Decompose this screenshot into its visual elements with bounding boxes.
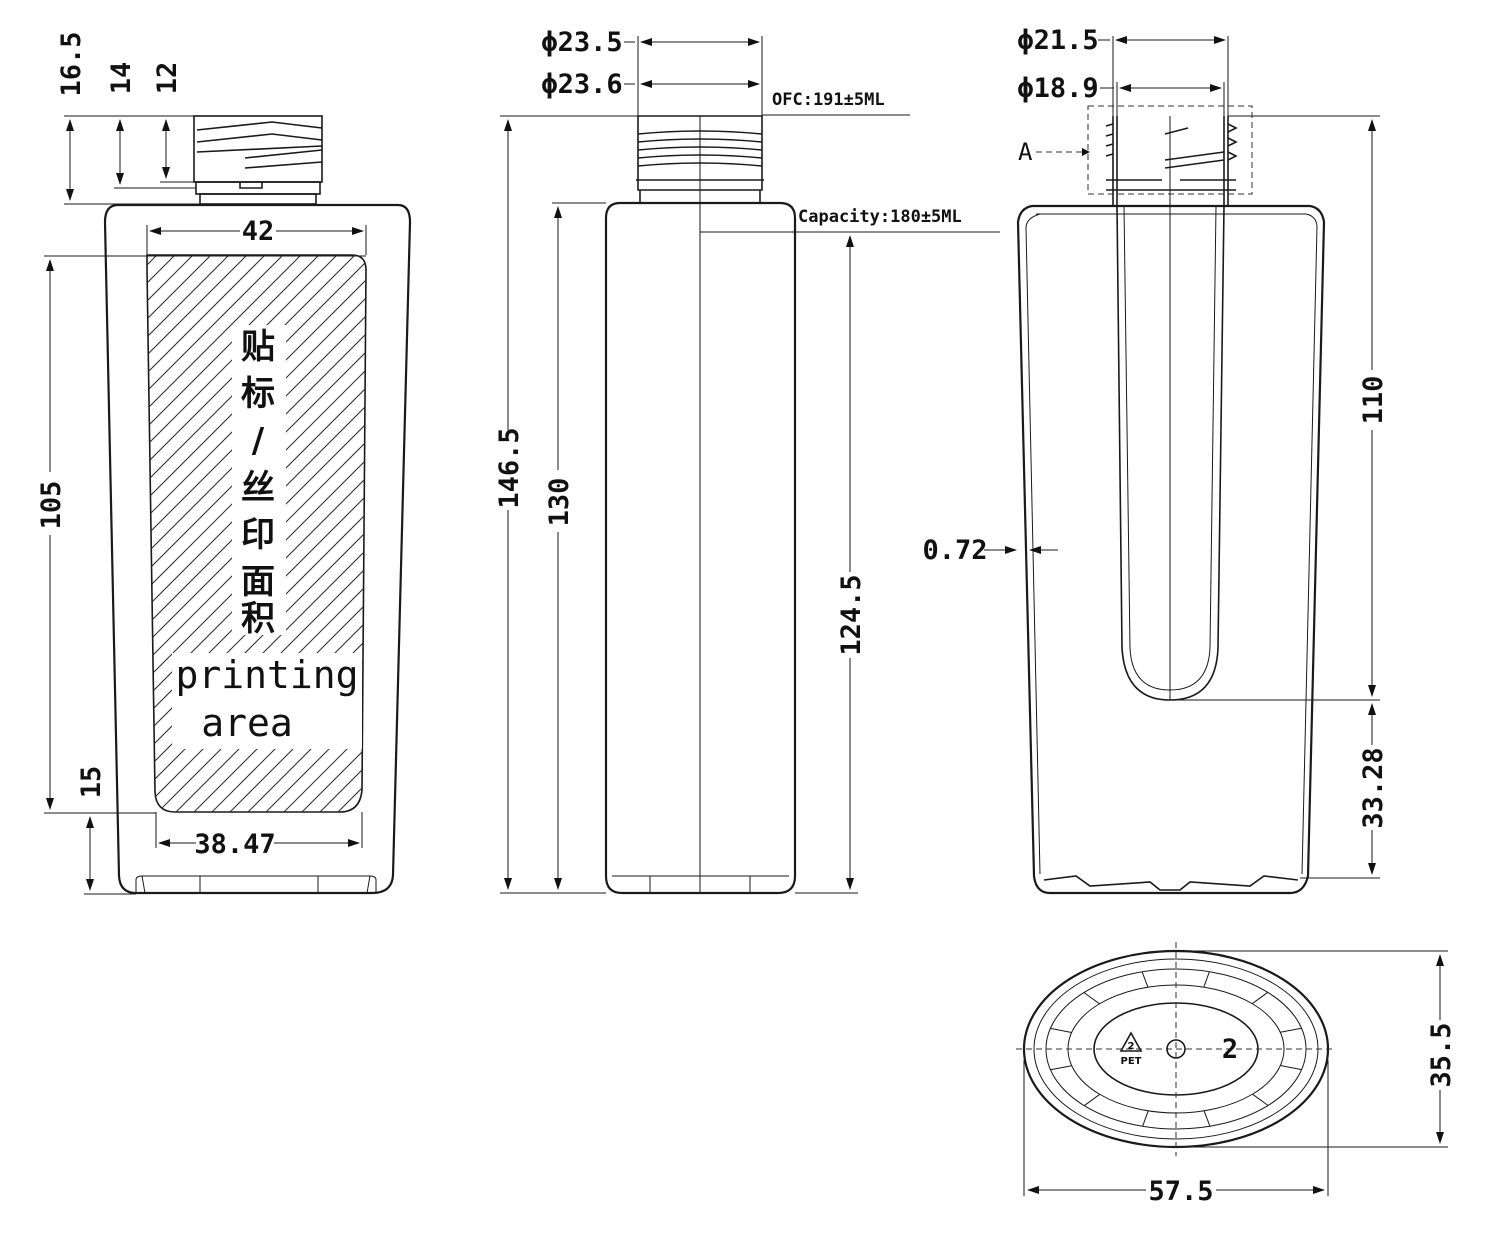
dim-wall-thickness: 0.72	[922, 535, 987, 566]
hatch-line	[147, 255, 366, 812]
note-ofc: OFC:191±5ML	[772, 90, 885, 110]
section-view: A ϕ21.5 ϕ18.9 0.72 110	[922, 25, 1389, 895]
label-cn-5: 面	[241, 562, 275, 602]
bottom-view: 2 PET 2 57.5 35.5	[1016, 942, 1457, 1207]
gate-point	[1166, 1039, 1186, 1059]
hatch-line	[147, 255, 366, 812]
recycle-code: 2	[1128, 1041, 1135, 1052]
hatch-line	[147, 255, 366, 812]
bottom-rib	[1203, 1110, 1211, 1127]
printing-area-hatch	[0, 240, 366, 840]
label-en-line1: printing	[175, 653, 358, 697]
bottom-rib	[1050, 1065, 1072, 1071]
label-cn-3: 丝	[241, 468, 275, 508]
dim-thread-top: 12	[152, 62, 183, 95]
hatch-line	[147, 255, 299, 812]
hatch-line	[147, 255, 191, 812]
bottom-rib	[1141, 971, 1149, 988]
recycle-icon: 2 PET	[1119, 1031, 1143, 1067]
hatch-line	[219, 255, 366, 812]
hatch-line	[147, 255, 366, 812]
bottom-rib	[1203, 971, 1210, 988]
bottom-rib	[1252, 1093, 1269, 1106]
recycle-material: PET	[1121, 1056, 1142, 1067]
bottom-rib	[1083, 1093, 1101, 1107]
hatch-line	[237, 255, 366, 812]
hatch-line	[255, 255, 366, 812]
hatch-line	[147, 255, 353, 812]
hatch-line	[147, 255, 366, 812]
hatch-line	[147, 255, 366, 812]
hatch-line	[291, 255, 366, 812]
bottom-ribs	[1050, 971, 1302, 1127]
hatch-line	[345, 255, 366, 812]
hatch-line	[147, 255, 209, 812]
dim-neck-height: 16.5	[56, 31, 87, 96]
hatch-line	[147, 255, 366, 812]
hatch-line	[147, 255, 366, 812]
hatch-line	[147, 255, 227, 812]
dim-label-height: 105	[36, 481, 67, 530]
hatch-line	[147, 255, 317, 812]
front-body-outline	[103, 203, 412, 895]
front-neck	[193, 115, 323, 205]
hatch-line	[147, 255, 366, 812]
label-cn-2: /	[252, 421, 265, 461]
hatch-line	[147, 255, 366, 812]
dim-dip-tube-depth: 110	[1358, 376, 1389, 425]
hatch-line	[201, 255, 366, 812]
printing-area-label-cn: 贴 标 / 丝 印 面 积	[241, 327, 275, 639]
dim-section-neck-outer: ϕ21.5	[1017, 25, 1098, 56]
label-cn-6: 积	[241, 599, 275, 639]
bottom-rib	[1280, 1027, 1302, 1033]
dim-thread-start: 14	[106, 62, 137, 95]
printing-area-outline	[146, 254, 367, 813]
label-en-line2: area	[201, 701, 293, 745]
side-body-outline	[604, 201, 797, 895]
hatch-line	[327, 255, 366, 812]
dim-fill-height: 124.5	[836, 574, 867, 655]
bottom-rib	[1050, 1027, 1072, 1033]
hatch-line	[147, 255, 173, 812]
hatch-line	[147, 255, 366, 812]
hatch-line	[147, 255, 155, 812]
hatch-line	[147, 255, 366, 812]
dim-bottom-clearance: 33.28	[1358, 747, 1389, 828]
hatch-line	[309, 255, 366, 812]
dim-bottom-depth: 35.5	[1426, 1022, 1457, 1087]
dim-body-height: 130	[544, 478, 575, 527]
dim-side-neck-thread: ϕ23.6	[541, 69, 622, 100]
dim-side-neck-outer: ϕ23.5	[541, 27, 622, 58]
hatch-line	[147, 255, 366, 812]
hatch-line	[147, 255, 366, 812]
front-view: 贴 标 / 丝 印 面 积 printing area 42 38.47 105	[0, 31, 412, 895]
dim-bottom-width: 57.5	[1148, 1176, 1213, 1207]
bottom-rib	[1280, 1065, 1302, 1071]
section-body-outline	[1016, 204, 1326, 895]
hatch-line	[147, 255, 366, 812]
note-capacity: Capacity:180±5ML	[798, 207, 962, 227]
hatch-line	[147, 255, 366, 812]
hatch-line	[147, 255, 263, 812]
bottom-rib	[1083, 992, 1100, 1005]
dim-label-bottom-offset: 15	[76, 766, 107, 799]
bottom-rib	[1142, 1110, 1149, 1127]
hatch-line	[147, 255, 366, 812]
cavity-number: 2	[1222, 1034, 1238, 1065]
hatch-line	[0, 240, 118, 840]
dim-label-width-bottom: 38.47	[194, 829, 275, 860]
dim-total-height: 146.5	[494, 427, 525, 508]
hatch-line	[147, 255, 366, 812]
label-cn-1: 标	[241, 374, 275, 414]
bottom-rib	[1251, 991, 1269, 1005]
dim-section-neck-inner: ϕ18.9	[1017, 73, 1098, 104]
label-cn-4: 印	[241, 515, 275, 555]
label-cn-0: 贴	[241, 327, 275, 367]
side-view: ϕ23.5 ϕ23.6 OFC:191±5ML Capacity:180±5ML…	[494, 27, 1000, 895]
dim-label-width-top: 42	[242, 216, 275, 247]
section-neck	[1112, 116, 1229, 206]
section-marker-a: A	[1018, 138, 1033, 166]
hatch-line	[147, 255, 281, 812]
